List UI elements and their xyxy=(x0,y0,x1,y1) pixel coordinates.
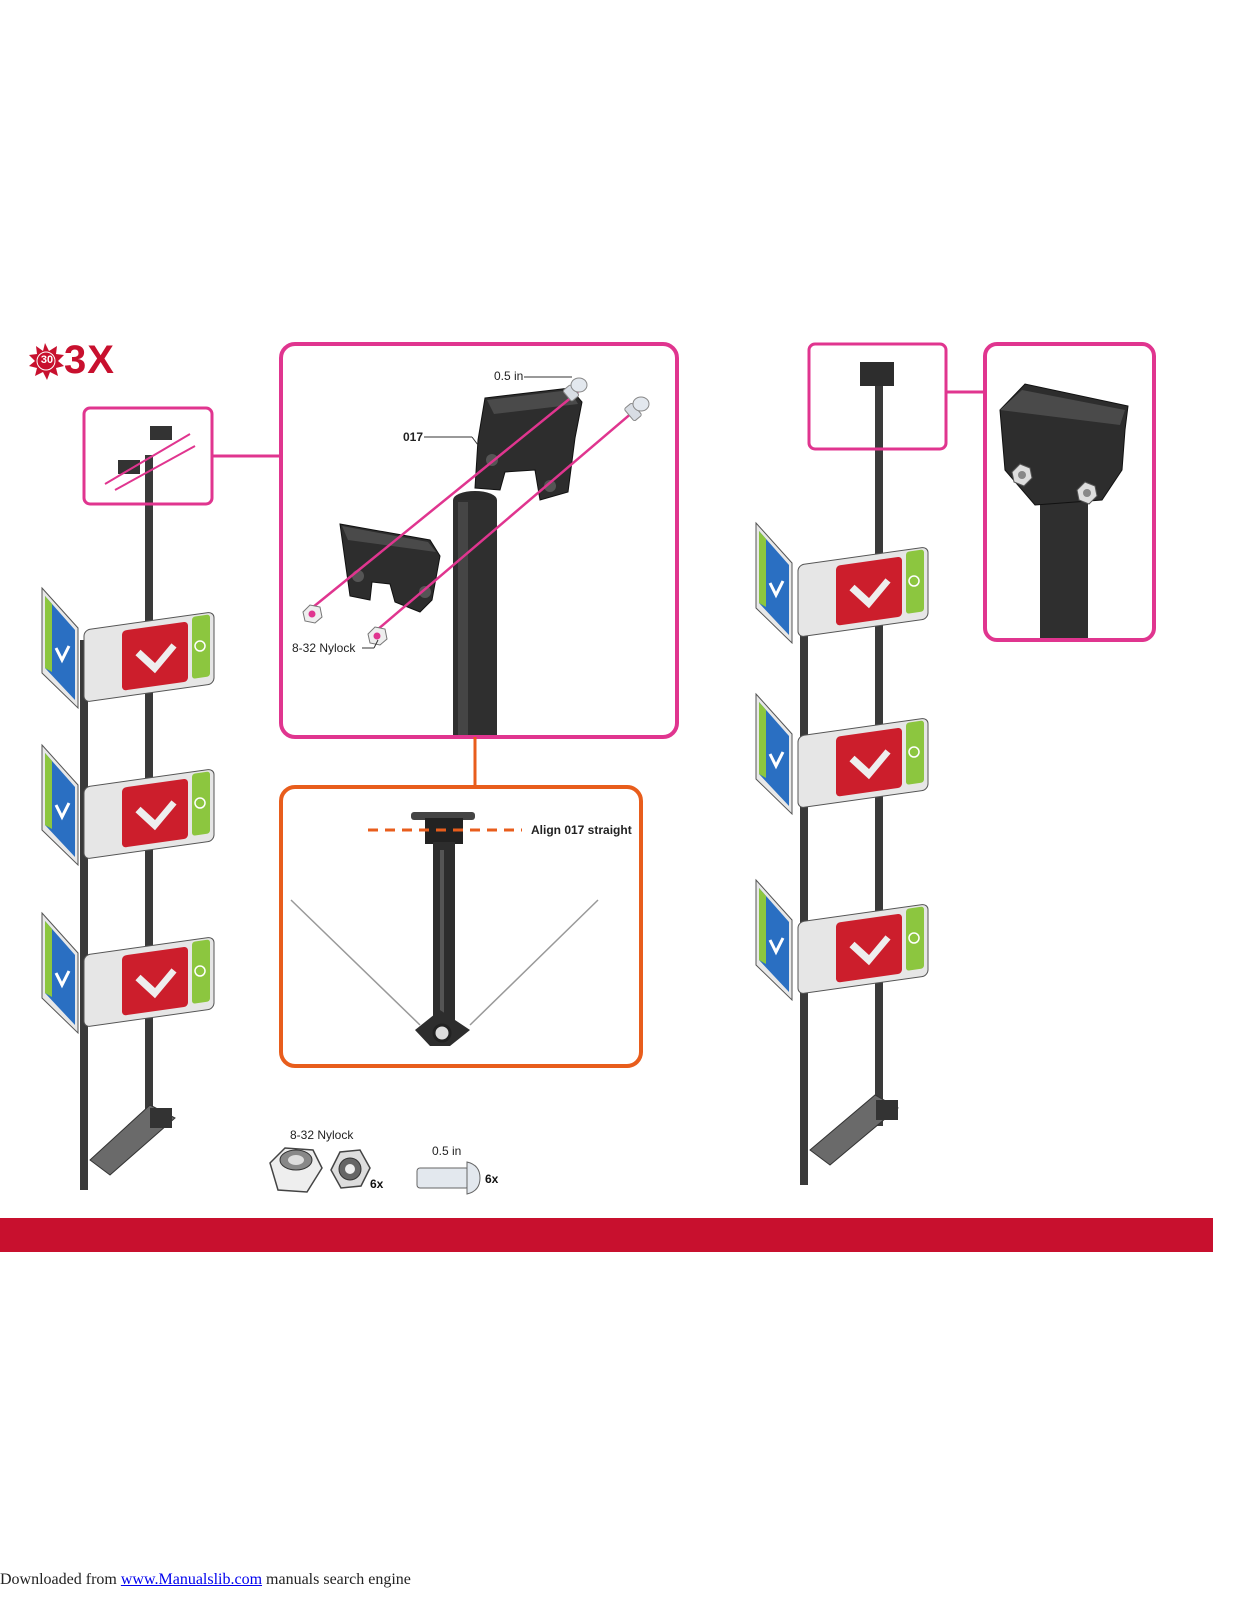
nylock-nut-icon xyxy=(269,1147,371,1193)
parts-screw-qty: 6x xyxy=(485,1172,499,1186)
footer-link[interactable]: www.Manualslib.com xyxy=(120,1571,263,1588)
right-tower xyxy=(756,362,928,1185)
nut-callout-label: 8-32 Nylock xyxy=(292,641,356,655)
left-tower xyxy=(42,426,214,1190)
screw-callout-label: 0.5 in xyxy=(494,369,524,383)
align-label: Align 017 straight xyxy=(531,823,632,837)
detail-illustration xyxy=(302,376,650,735)
bottom-red-bar xyxy=(0,1218,1213,1252)
screw-icon xyxy=(416,1161,481,1195)
part-017-label: 017 xyxy=(403,430,424,444)
footer-prefix: Downloaded from xyxy=(0,1571,121,1588)
parts-screw-label: 0.5 in xyxy=(432,1144,462,1158)
align-panel xyxy=(279,785,643,1068)
right-detail-frame xyxy=(807,342,948,451)
right-zoom-illustration xyxy=(999,383,1129,638)
step-number: 30 xyxy=(40,354,54,366)
parts-nut-qty: 6x xyxy=(370,1177,384,1191)
step-quantity: 3X xyxy=(64,338,115,382)
step-badge-icon xyxy=(29,343,64,380)
align-illustration xyxy=(290,812,599,1046)
parts-nut-label: 8-32 Nylock xyxy=(290,1128,354,1142)
footer: Downloaded from www.Manualslib.com manua… xyxy=(0,1571,411,1589)
footer-suffix: manuals search engine xyxy=(262,1571,411,1588)
